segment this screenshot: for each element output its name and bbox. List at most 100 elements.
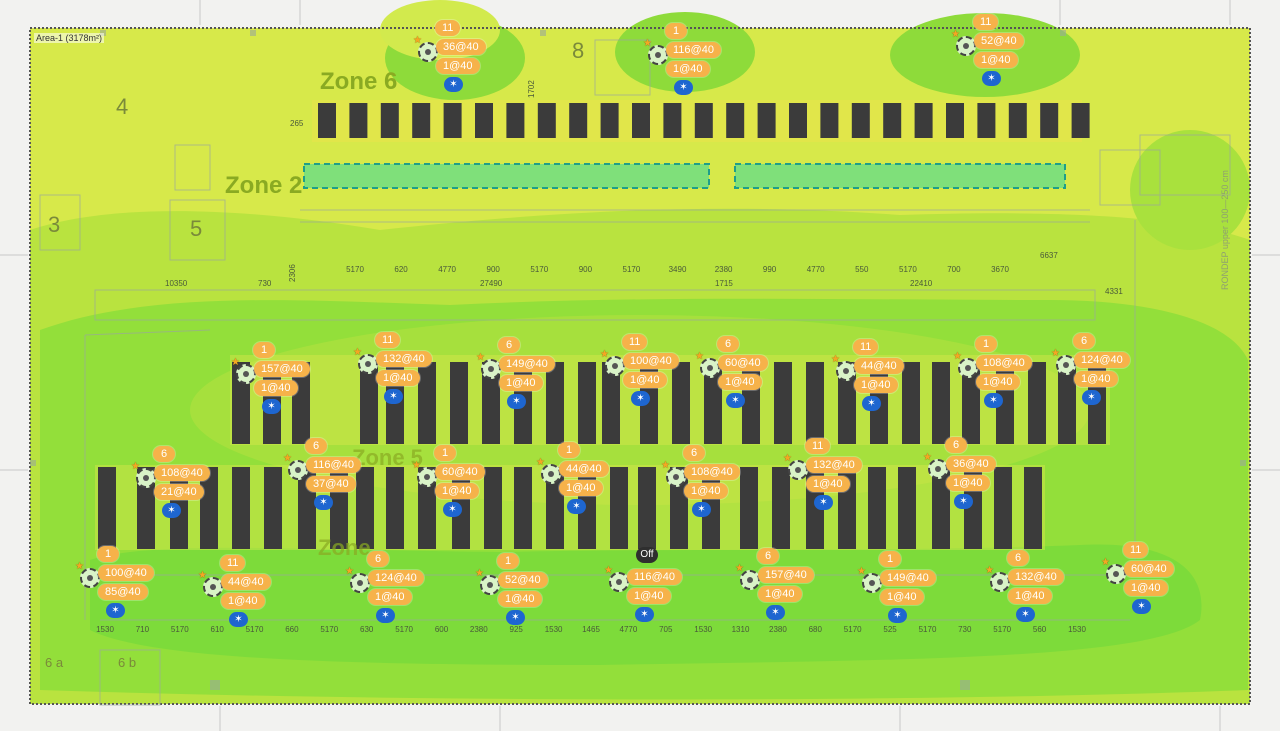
bluetooth-icon[interactable]: ✶ — [982, 71, 1001, 86]
bluetooth-icon[interactable]: ✶ — [631, 391, 650, 406]
bluetooth-icon[interactable]: ✶ — [106, 603, 125, 618]
rack — [1028, 362, 1046, 444]
bluetooth-icon[interactable]: ✶ — [1132, 599, 1151, 614]
access-point-icon[interactable] — [990, 572, 1010, 592]
bluetooth-icon[interactable]: ✶ — [766, 605, 785, 620]
star-icon: ★ — [198, 570, 207, 581]
rack — [726, 103, 745, 138]
access-point-icon[interactable] — [956, 36, 976, 56]
access-point-icon[interactable] — [80, 568, 100, 588]
bluetooth-icon[interactable]: ✶ — [726, 393, 745, 408]
access-point-icon[interactable] — [541, 464, 561, 484]
access-point-icon[interactable] — [666, 467, 686, 487]
access-point-icon[interactable] — [788, 460, 808, 480]
bluetooth-icon[interactable]: ✶ — [384, 389, 403, 404]
access-point-icon[interactable] — [417, 467, 437, 487]
access-point-icon[interactable] — [203, 577, 223, 597]
access-point-icon[interactable] — [958, 358, 978, 378]
access-point-icon[interactable] — [862, 573, 882, 593]
access-point-icon[interactable] — [136, 468, 156, 488]
dim-label: 550 — [855, 265, 869, 274]
access-point-icon[interactable] — [480, 575, 500, 595]
access-point-icon[interactable] — [1106, 564, 1126, 584]
bluetooth-icon[interactable]: ✶ — [674, 80, 693, 95]
bluetooth-icon[interactable]: ✶ — [1016, 607, 1035, 622]
bluetooth-icon[interactable]: ✶ — [314, 495, 333, 510]
access-point-icon[interactable] — [609, 572, 629, 592]
rack — [774, 362, 792, 444]
bluetooth-icon[interactable]: ✶ — [443, 502, 462, 517]
star-icon: ★ — [857, 566, 866, 577]
bluetooth-icon[interactable]: ✶ — [814, 495, 833, 510]
bluetooth-icon[interactable]: ✶ — [692, 502, 711, 517]
bluetooth-icon[interactable]: ✶ — [507, 394, 526, 409]
bluetooth-icon[interactable]: ✶ — [376, 608, 395, 623]
bluetooth-icon[interactable]: ✶ — [862, 396, 881, 411]
access-point-icon[interactable] — [648, 45, 668, 65]
radio-2-label: 1@40 — [436, 58, 480, 74]
bluetooth-icon[interactable]: ✶ — [262, 399, 281, 414]
access-point-icon[interactable] — [350, 573, 370, 593]
access-point-icon[interactable] — [358, 354, 378, 374]
access-point-icon[interactable] — [740, 570, 760, 590]
bluetooth-icon[interactable]: ✶ — [888, 608, 907, 623]
bluetooth-icon[interactable]: ✶ — [506, 610, 525, 625]
star-icon: ★ — [75, 561, 84, 572]
dim-label: 1530 — [694, 625, 712, 634]
access-point-icon[interactable] — [288, 460, 308, 480]
access-point-icon[interactable] — [700, 358, 720, 378]
zone-lower-label: Zone — [318, 535, 371, 560]
dim-label: 1530 — [96, 625, 114, 634]
access-point-icon[interactable] — [836, 361, 856, 381]
bluetooth-icon[interactable]: ✶ — [162, 503, 181, 518]
bluetooth-icon[interactable]: ✶ — [954, 494, 973, 509]
access-point-icon[interactable] — [418, 42, 438, 62]
radio-2-label: 1@40 — [684, 483, 728, 499]
access-point-icon[interactable] — [928, 459, 948, 479]
rack — [602, 362, 620, 444]
bluetooth-icon[interactable]: ✶ — [984, 393, 1003, 408]
dim-label: 4331 — [1105, 287, 1123, 296]
bluetooth-icon[interactable]: ✶ — [229, 612, 248, 627]
bluetooth-icon[interactable]: ✶ — [567, 499, 586, 514]
bluetooth-icon[interactable]: ✶ — [444, 77, 463, 92]
access-point-icon[interactable] — [236, 364, 256, 384]
rack — [98, 467, 116, 549]
access-point-icon[interactable] — [481, 359, 501, 379]
rack — [694, 103, 713, 138]
radio-2-label: 1@40 — [1124, 580, 1168, 596]
access-point-icon[interactable] — [1056, 355, 1076, 375]
bluetooth-icon[interactable]: ✶ — [635, 607, 654, 622]
rack — [482, 362, 500, 444]
access-point-icon[interactable] — [605, 356, 625, 376]
radio-1-label: 108@40 — [154, 465, 210, 481]
bluetooth-icon[interactable]: ✶ — [1082, 390, 1101, 405]
